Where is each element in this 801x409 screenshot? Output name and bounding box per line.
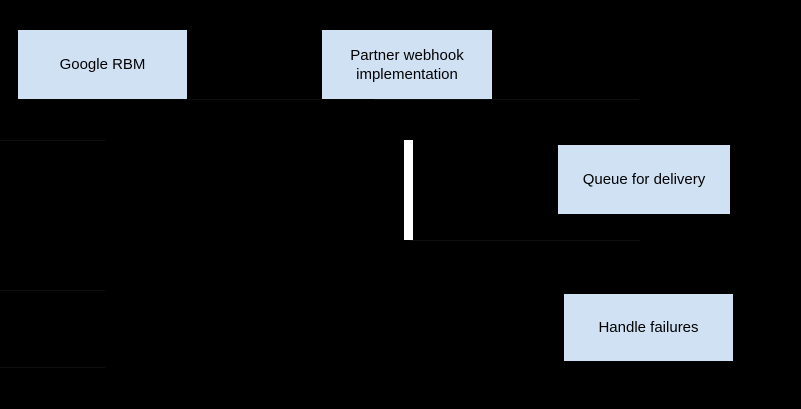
faint-connector-top-middle (188, 99, 321, 100)
node-queue-for-delivery[interactable]: Queue for delivery (558, 145, 730, 214)
faint-connector-left-lower (0, 290, 105, 291)
faint-connector-top-right (374, 99, 639, 100)
node-google-rbm[interactable]: Google RBM (18, 30, 187, 99)
node-handle-failures[interactable]: Handle failures (564, 294, 733, 361)
vertical-white-connector (404, 140, 413, 240)
node-partner-webhook-implementation[interactable]: Partner webhook implementation (322, 30, 492, 99)
faint-connector-bottom-left (0, 367, 105, 368)
faint-connector-left-upper (0, 140, 105, 141)
faint-connector-middle-lower (410, 240, 640, 241)
